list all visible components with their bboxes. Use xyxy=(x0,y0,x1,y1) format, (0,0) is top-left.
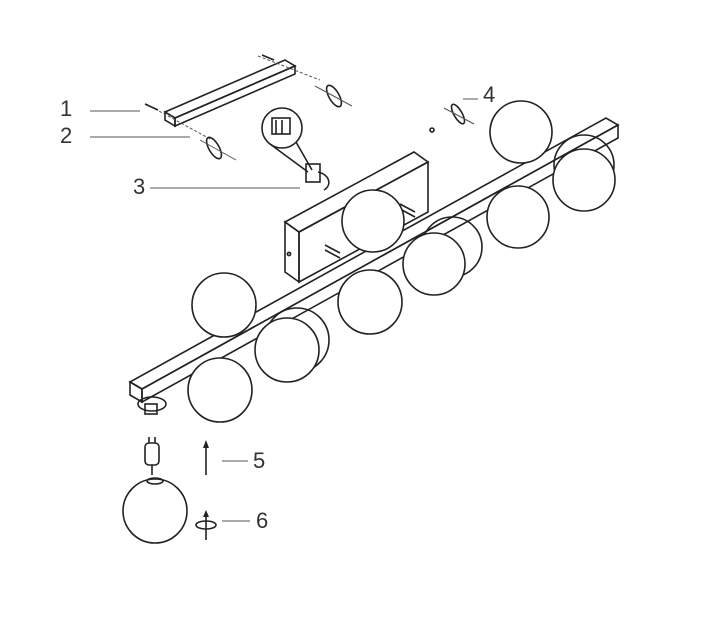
wall-plug-left xyxy=(199,136,237,161)
up-arrow xyxy=(203,440,209,475)
callout-1: 1 xyxy=(60,96,73,121)
retaining-ring xyxy=(195,510,217,540)
canopy-box xyxy=(283,151,430,284)
callout-6: 6 xyxy=(256,508,269,533)
lamp-holder xyxy=(137,396,167,415)
main-bar xyxy=(128,117,620,404)
screw-left xyxy=(144,103,159,111)
callout-3: 3 xyxy=(133,174,146,199)
g9-bulb xyxy=(144,437,160,475)
screw-right xyxy=(261,54,275,61)
wire-connector-detail xyxy=(261,107,330,191)
callout-4: 4 xyxy=(483,82,496,107)
wall-plug-right xyxy=(314,84,353,108)
mounting-bracket xyxy=(145,55,321,141)
globes-front xyxy=(187,100,616,423)
callout-2: 2 xyxy=(60,123,73,148)
detached-globe xyxy=(122,477,188,544)
callout-5: 5 xyxy=(253,448,266,473)
set-screw-washer xyxy=(429,103,475,133)
